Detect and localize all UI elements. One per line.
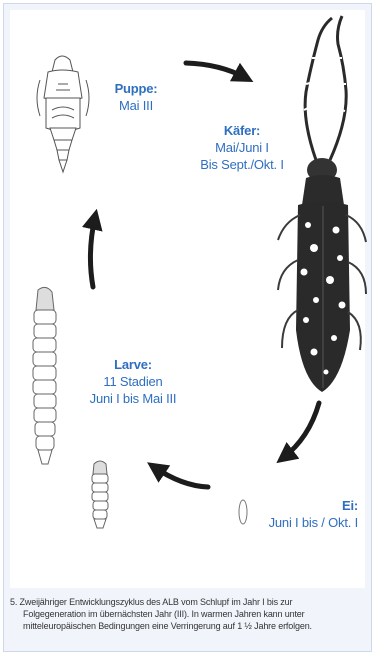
stage-line-puppe: Mai III [107,97,165,114]
caption-line: Folgegeneration im übernächsten Jahr (II… [10,608,362,620]
larva-illustration [33,287,56,464]
stage-line-larve: 11 Stadien [78,373,188,390]
stage-title-kaefer: Käfer: [190,122,294,139]
stage-title-larve: Larve: [78,356,188,373]
stage-label-ei: Ei: Juni I bis / Okt. I [258,497,358,531]
cycle-arrow-icon [90,217,95,287]
beetle-illustration [278,16,366,392]
figure-caption: 5. Zweijähriger Entwicklungszyklus des A… [10,596,362,632]
stage-label-kaefer: Käfer: Mai/Juni I Bis Sept./Okt. I [190,122,294,173]
larva-illustration [92,461,108,528]
pupa-illustration [37,56,89,172]
cycle-arrow-icon [154,467,208,487]
caption-line: 5. Zweijähriger Entwicklungszyklus des A… [10,596,362,608]
stage-line-ei: Juni I bis / Okt. I [258,514,358,531]
egg-illustration [239,500,247,524]
caption-line: mitteleuropäischen Bedingungen eine Verr… [10,620,362,632]
stage-line-kaefer: Mai/Juni I [190,139,294,156]
stage-line-kaefer: Bis Sept./Okt. I [190,156,294,173]
stage-label-larve: Larve: 11 Stadien Juni I bis Mai III [78,356,188,407]
stage-line-larve: Juni I bis Mai III [78,390,188,407]
stage-title-ei: Ei: [258,497,358,514]
cycle-arrow-icon [283,403,319,458]
stage-title-puppe: Puppe: [107,80,165,97]
stage-label-puppe: Puppe: Mai III [107,80,165,114]
cycle-arrow-icon [186,63,246,78]
